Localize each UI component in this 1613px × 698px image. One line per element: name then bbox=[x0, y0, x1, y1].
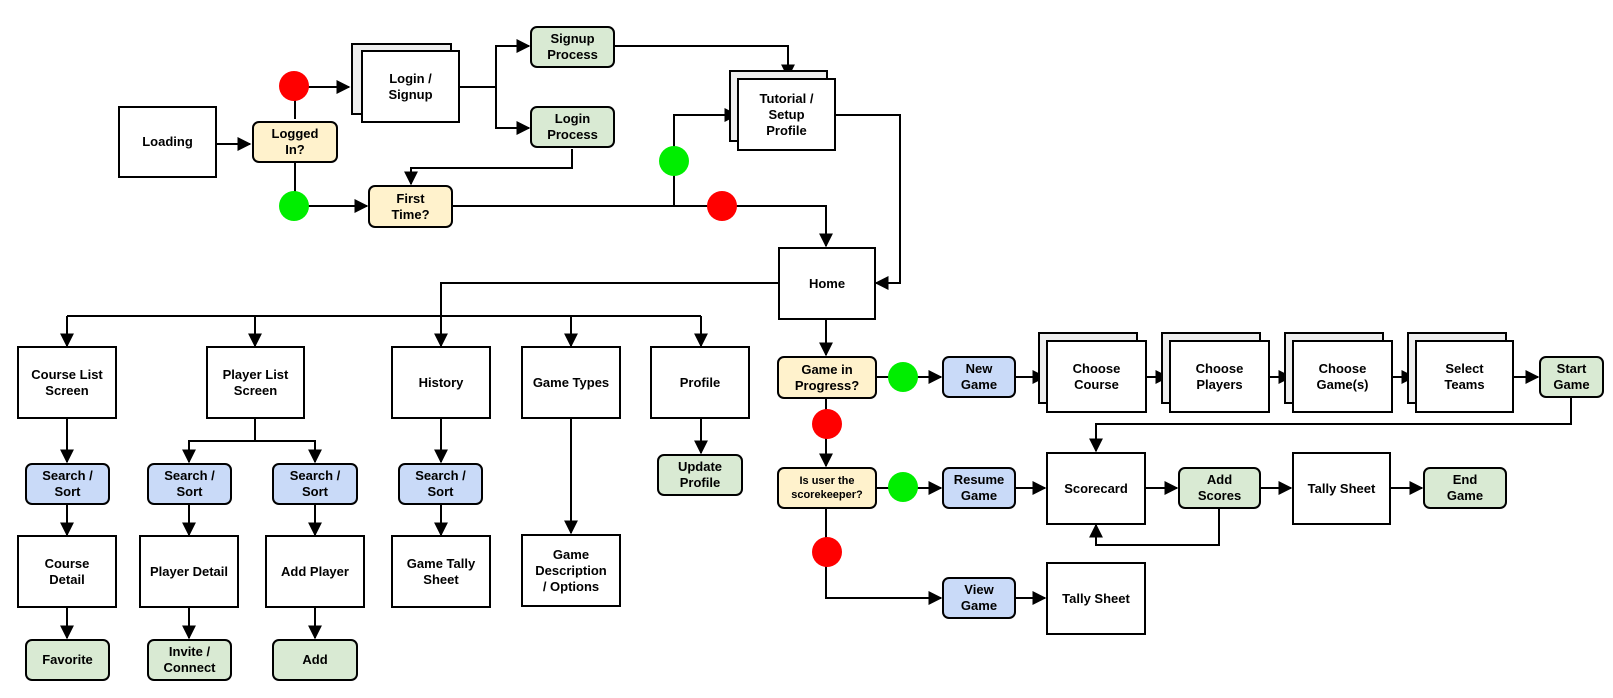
connector-start-scorecard bbox=[1089, 398, 1572, 453]
connector-scorekeeper-viewgame bbox=[825, 509, 943, 605]
tally-sheet-screen: Tally Sheet bbox=[1046, 562, 1146, 635]
update-profile-step: Update Profile bbox=[657, 454, 743, 496]
login-process-step: Login Process bbox=[530, 106, 615, 148]
tutorial-setup-profile-screen: Tutorial / Setup Profile bbox=[737, 78, 836, 151]
logged-in-decision: Logged In? bbox=[252, 121, 338, 163]
home-screen: Home bbox=[778, 247, 876, 320]
course-detail-screen: Course Detail bbox=[17, 535, 117, 608]
search-sort-step: Search / Sort bbox=[272, 463, 358, 505]
search-sort-step: Search / Sort bbox=[25, 463, 110, 505]
invite-connect-step: Invite / Connect bbox=[147, 639, 232, 681]
game-types-screen: Game Types bbox=[521, 346, 621, 419]
view-game-entry: View Game bbox=[942, 577, 1016, 619]
add-scores-step: Add Scores bbox=[1178, 467, 1261, 509]
connector-signup-tutorial bbox=[614, 45, 795, 79]
login-signup-screen: Login / Signup bbox=[361, 50, 460, 123]
connector-login-signup bbox=[459, 39, 531, 88]
player-list-screen: Player List Screen bbox=[206, 346, 305, 419]
connector-loginprocess-firsttime bbox=[404, 149, 573, 186]
connector-tutorial-home bbox=[836, 114, 901, 290]
favorite-step: Favorite bbox=[25, 639, 110, 681]
add-step: Add bbox=[272, 639, 358, 681]
scorecard-screen: Scorecard bbox=[1046, 452, 1146, 525]
connector-playerlist-split bbox=[182, 419, 256, 464]
search-sort-step: Search / Sort bbox=[147, 463, 232, 505]
yes-indicator-icon bbox=[888, 362, 918, 392]
end-game-step: End Game bbox=[1423, 467, 1507, 509]
player-detail-screen: Player Detail bbox=[139, 535, 239, 608]
first-time-decision: First Time? bbox=[368, 185, 453, 228]
resume-game-entry: Resume Game bbox=[942, 467, 1016, 509]
choose-players-screen: Choose Players bbox=[1169, 340, 1270, 413]
choose-games-screen: Choose Game(s) bbox=[1292, 340, 1393, 413]
connector-addscores-scorecard bbox=[1089, 509, 1220, 546]
signup-process-step: Signup Process bbox=[530, 26, 615, 68]
new-game-entry: New Game bbox=[942, 356, 1016, 398]
search-sort-step: Search / Sort bbox=[398, 463, 483, 505]
game-description-screen: Game Description / Options bbox=[521, 534, 621, 607]
yes-indicator-icon bbox=[659, 146, 689, 176]
no-indicator-icon bbox=[279, 71, 309, 101]
connector-login-loginprocess bbox=[495, 87, 531, 135]
add-player-screen: Add Player bbox=[265, 535, 365, 608]
start-game-step: Start Game bbox=[1539, 356, 1604, 398]
tally-sheet-screen: Tally Sheet bbox=[1292, 452, 1391, 525]
history-screen: History bbox=[391, 346, 491, 419]
no-indicator-icon bbox=[812, 409, 842, 439]
choose-course-screen: Choose Course bbox=[1046, 340, 1147, 413]
no-indicator-icon bbox=[812, 537, 842, 567]
connector-playerlist-split-right bbox=[255, 440, 322, 464]
game-tally-sheet-screen: Game Tally Sheet bbox=[391, 535, 491, 608]
is-scorekeeper-decision: Is user the scorekeeper? bbox=[777, 467, 877, 509]
course-list-screen: Course List Screen bbox=[17, 346, 117, 419]
loading-screen: Loading bbox=[118, 106, 217, 178]
game-in-progress-decision: Game in Progress? bbox=[777, 356, 877, 399]
connector-firsttime-home bbox=[674, 205, 833, 248]
yes-indicator-icon bbox=[279, 191, 309, 221]
yes-indicator-icon bbox=[888, 472, 918, 502]
no-indicator-icon bbox=[707, 191, 737, 221]
profile-screen: Profile bbox=[650, 346, 750, 419]
connector-home-branch bbox=[434, 282, 778, 348]
select-teams-screen: Select Teams bbox=[1415, 340, 1514, 413]
